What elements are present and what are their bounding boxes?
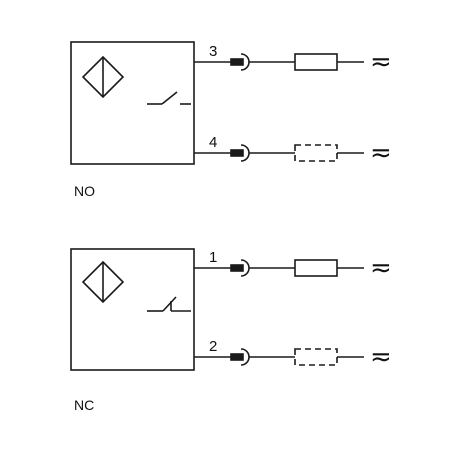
ac-dc-supply-symbol: ≂ <box>370 137 392 167</box>
connector-socket-icon <box>240 144 250 162</box>
load-resistor-icon <box>294 259 338 277</box>
nc-wiring-block <box>70 248 364 371</box>
normally-closed-switch-icon <box>147 296 191 312</box>
sensor-housing <box>70 248 195 371</box>
sensor-symbol-icon <box>81 55 125 99</box>
pin-number-label: 2 <box>209 338 217 355</box>
pin-number-label: 3 <box>209 43 217 60</box>
pin-number-label: 4 <box>209 134 217 151</box>
sensor-symbol-icon <box>81 260 125 304</box>
connection-line-pin-4 <box>194 144 364 162</box>
load-resistor-icon <box>294 53 338 71</box>
ac-dc-supply-symbol: ≂ <box>370 46 392 76</box>
normally-open-switch-icon <box>147 91 191 105</box>
pin-number-label: 1 <box>209 249 217 266</box>
connector-plug-icon <box>230 149 244 157</box>
block-caption: NC <box>74 397 94 413</box>
optional-load-resistor-icon <box>294 348 338 366</box>
ac-dc-supply-symbol: ≂ <box>370 252 392 282</box>
connection-line-pin-1 <box>194 259 364 277</box>
connection-line-pin-2 <box>194 348 364 366</box>
connector-plug-icon <box>230 264 244 272</box>
block-caption: NO <box>74 183 95 199</box>
connector-socket-icon <box>240 53 250 71</box>
sensor-housing <box>70 41 195 165</box>
optional-load-resistor-icon <box>294 144 338 162</box>
connector-socket-icon <box>240 259 250 277</box>
connector-plug-icon <box>230 58 244 66</box>
ac-dc-supply-symbol: ≂ <box>370 341 392 371</box>
no-wiring-block <box>70 41 364 165</box>
connector-socket-icon <box>240 348 250 366</box>
connector-plug-icon <box>230 353 244 361</box>
connection-line-pin-3 <box>194 53 364 71</box>
